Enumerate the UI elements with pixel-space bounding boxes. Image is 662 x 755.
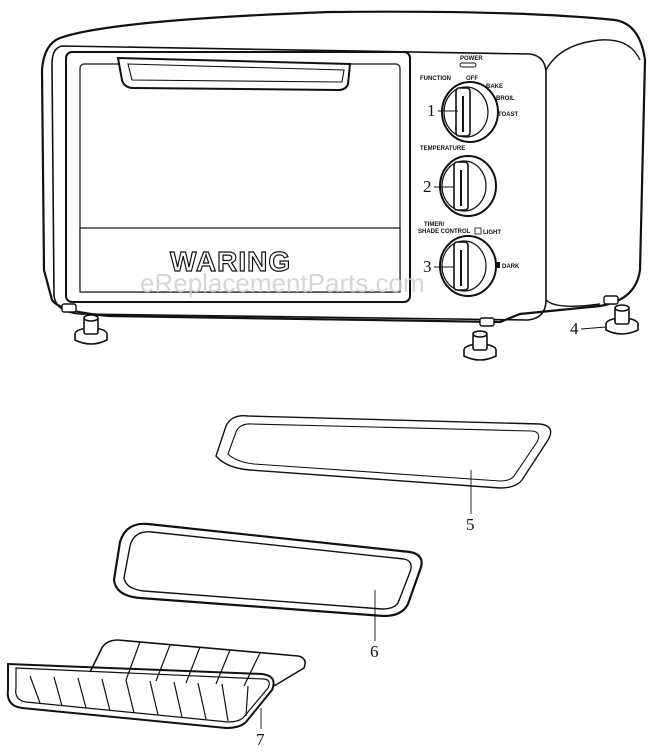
shade-control-label: SHADE CONTROL — [418, 229, 471, 235]
svg-text:6: 6 — [370, 642, 379, 661]
svg-text:5: 5 — [466, 515, 475, 534]
callout-4: 4 — [570, 319, 607, 338]
svg-text:4: 4 — [570, 319, 579, 338]
dark-marker — [494, 262, 500, 268]
dark-label: DARK — [502, 264, 520, 270]
timer-label: TIMER/ — [424, 222, 445, 228]
timer-knob — [439, 235, 497, 297]
toaster-oven: WARING POWER FUNCTION OFF BAKE BROIL TOA… — [40, 10, 647, 361]
function-option-off: OFF — [466, 76, 478, 82]
oven-foot-front-left — [74, 314, 108, 345]
light-marker — [474, 227, 482, 235]
oven-foot-rear-right — [479, 295, 619, 327]
function-option-broil: BROIL — [496, 96, 515, 102]
callout-3: 3 — [423, 257, 454, 276]
brand-logo: WARING — [170, 246, 291, 277]
svg-text:1: 1 — [427, 101, 436, 120]
function-knob — [441, 81, 499, 143]
callout-6: 6 — [370, 590, 379, 661]
temperature-label: TEMPERATURE — [420, 146, 465, 152]
oven-foot-rear-left — [61, 303, 77, 313]
oven-rack — [6, 639, 306, 730]
temperature-knob — [439, 155, 497, 217]
callout-5: 5 — [466, 470, 475, 534]
callout-1: 1 — [427, 101, 458, 120]
light-label: LIGHT — [483, 230, 501, 236]
replacement-foot — [605, 304, 639, 335]
door-lower-band — [79, 227, 401, 293]
right-side-panel — [545, 39, 641, 71]
callout-7: 7 — [256, 708, 265, 749]
function-option-toast: TOAST — [498, 112, 519, 118]
function-label: FUNCTION — [420, 76, 451, 82]
svg-text:2: 2 — [423, 177, 432, 196]
function-option-bake: BAKE — [486, 84, 503, 90]
power-indicator — [459, 62, 477, 68]
oven-foot-front-right — [463, 330, 497, 361]
watermark: eReplacementParts.com — [140, 268, 425, 298]
front-face — [51, 45, 547, 321]
door-handle — [116, 56, 352, 92]
svg-text:7: 7 — [256, 730, 265, 749]
crumb-tray — [215, 415, 552, 489]
svg-text:3: 3 — [423, 257, 432, 276]
callout-2: 2 — [423, 177, 454, 196]
power-label: POWER — [460, 56, 483, 62]
bake-pan — [112, 522, 423, 618]
